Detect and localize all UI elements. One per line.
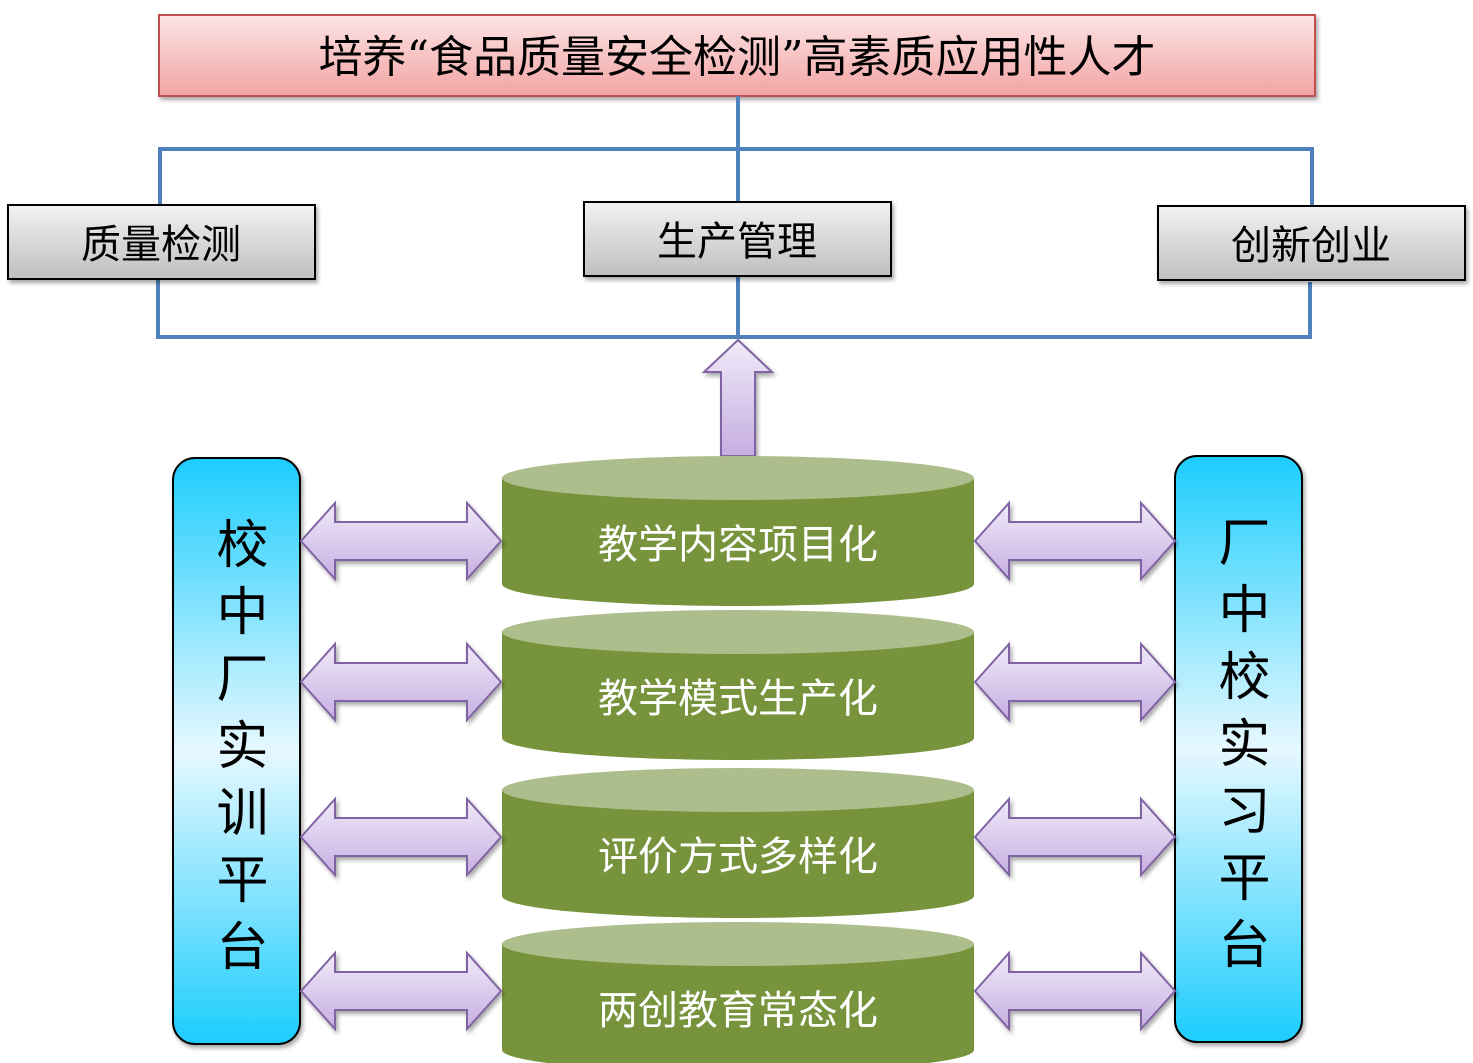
outcome-label: 生产管理 <box>657 219 817 265</box>
title-text: 培养“食品质量安全检测”高素质应用性人才 <box>319 32 1156 83</box>
right-double-arrow-icon <box>973 641 1177 723</box>
pillar-label: 教学模式生产化 <box>598 676 878 722</box>
right-double-arrow-icon <box>973 950 1177 1032</box>
bottom-bracket <box>156 280 1312 339</box>
right-double-arrow-icon <box>973 500 1177 582</box>
cylinder-body <box>502 478 974 606</box>
left-double-arrow-icon <box>299 500 503 582</box>
outcome-box-production-management: 生产管理 <box>583 201 892 277</box>
bidirectional-arrows <box>299 500 1177 1032</box>
left-platform <box>172 457 301 1045</box>
left-double-arrow-icon <box>299 950 503 1032</box>
top-bracket <box>158 147 1314 205</box>
left-double-arrow-icon <box>299 641 503 723</box>
cylinder-body <box>502 632 974 760</box>
cylinder-body <box>502 790 974 918</box>
pillar-label: 教学内容项目化 <box>598 522 878 568</box>
up-arrow-icon <box>701 338 775 457</box>
outcome-box-innovation-entrepreneurship: 创新创业 <box>1157 205 1466 281</box>
pillar-cylinder: 教学内容项目化 <box>502 456 974 606</box>
cylinder-body <box>502 944 974 1063</box>
pillar-cylinder: 两创教育常态化 <box>502 922 974 1063</box>
cylinder-top <box>502 922 974 966</box>
connector-lines <box>156 96 1314 339</box>
pillar-label: 两创教育常态化 <box>598 988 878 1034</box>
right-platform <box>1174 455 1303 1043</box>
cylinder-top <box>502 768 974 812</box>
cylinder-top <box>502 610 974 654</box>
left-double-arrow-icon <box>299 796 503 878</box>
right-double-arrow-icon <box>973 796 1177 878</box>
pillar-cylinder: 评价方式多样化 <box>502 768 974 918</box>
title-box: 培养“食品质量安全检测”高素质应用性人才 <box>158 14 1316 97</box>
outcome-label: 质量检测 <box>81 222 241 268</box>
outcome-box-quality-inspection: 质量检测 <box>7 204 316 280</box>
pillar-cylinder: 教学模式生产化 <box>502 610 974 760</box>
pillar-label: 评价方式多样化 <box>598 834 878 880</box>
outcome-label: 创新创业 <box>1231 223 1391 269</box>
cylinder-top <box>502 456 974 500</box>
